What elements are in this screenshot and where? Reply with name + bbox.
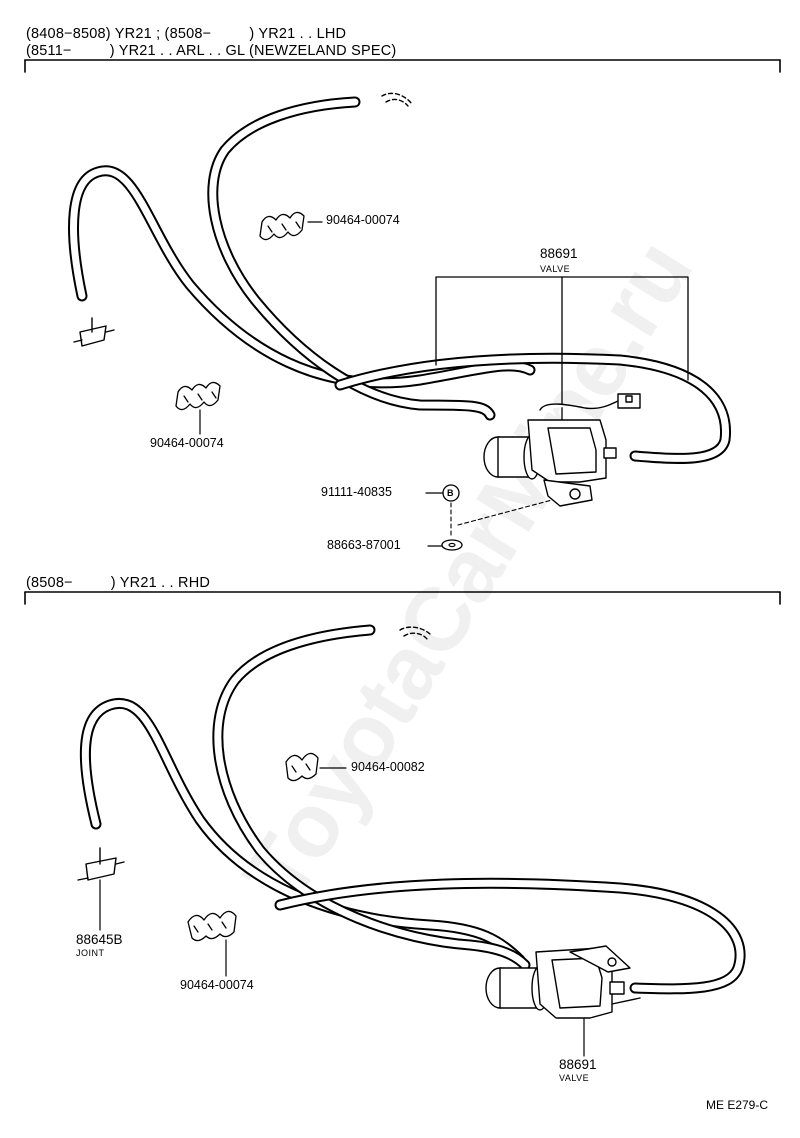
upper-clamp-left-label: 90464-00074 (150, 436, 224, 450)
lower-joint (77, 847, 125, 881)
lower-clamp-top-shape (285, 752, 319, 782)
drawing-reference: ME E279-C (706, 1098, 769, 1112)
joint-name: JOINT (76, 948, 105, 958)
header-line-2: (8511− ) YR21 . . ARL . . GL (NEWZELAND … (26, 43, 397, 59)
upper-clamp-left-shape (175, 381, 221, 411)
washer-label: 88663-87001 (327, 538, 401, 552)
joint-number: 88645B (76, 932, 123, 947)
upper-valve-number: 88691 (540, 246, 578, 261)
bolt-label: 91111-40835 (321, 485, 392, 499)
lower-valve-shape (485, 945, 641, 1019)
upper-clamp-right-label: 90464-00074 (326, 213, 400, 227)
upper-valve-shape (483, 393, 641, 507)
lower-clamp-top-label: 90464-00082 (351, 760, 425, 774)
lower-valve-number: 88691 (559, 1057, 597, 1072)
upper-valve-name: VALVE (540, 264, 571, 274)
header-line-1: (8408−8508) YR21 ; (8508− ) YR21 . . LHD (26, 26, 347, 42)
lower-valve-name: VALVE (559, 1073, 590, 1083)
section-2-header: (8508− ) YR21 . . RHD (26, 575, 211, 591)
upper-joint (73, 317, 115, 347)
washer-shape (441, 539, 463, 551)
lower-clamp-bottom-label: 90464-00074 (180, 978, 254, 992)
lower-hose-left (79, 697, 526, 966)
lower-clamp-bottom-shape (187, 910, 237, 942)
upper-clamp-right-shape (259, 211, 305, 241)
bolt-marker: B (447, 488, 454, 498)
